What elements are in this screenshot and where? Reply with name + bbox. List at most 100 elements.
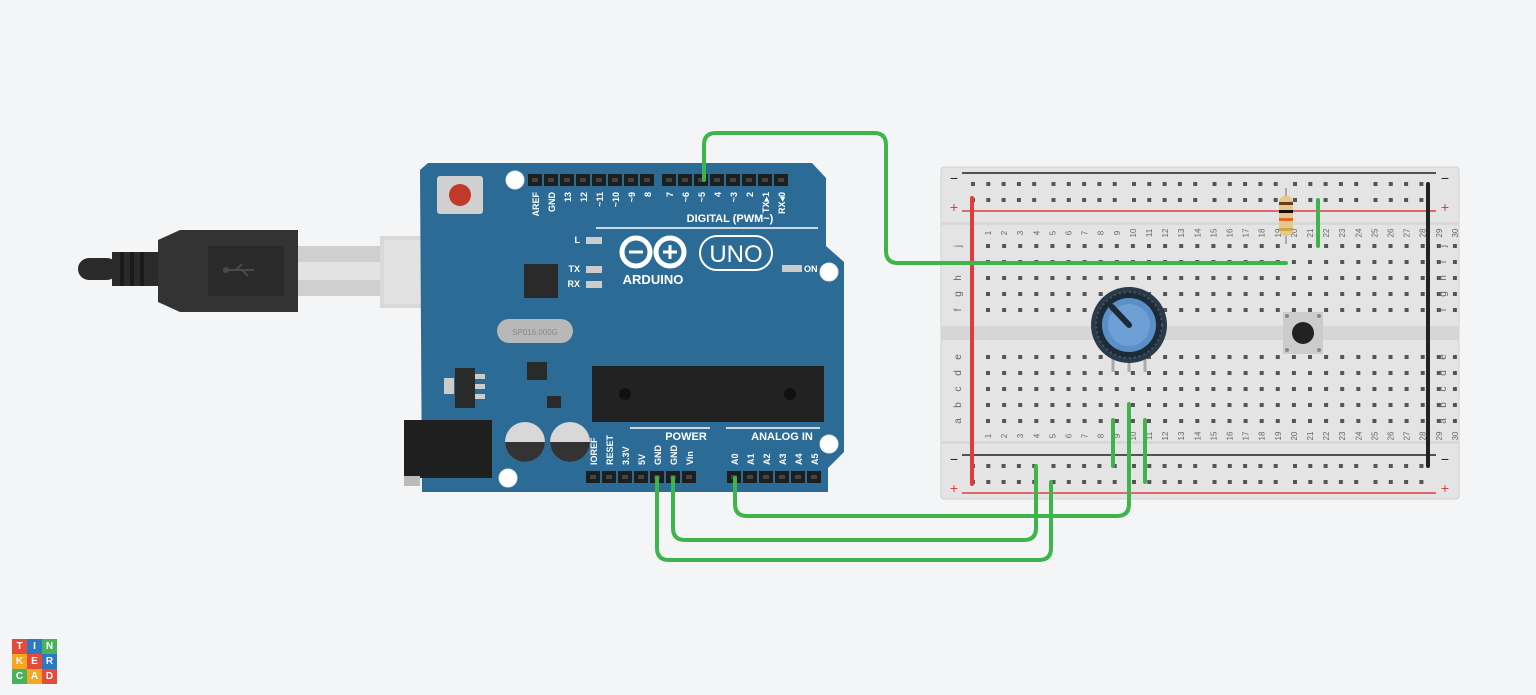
breadboard-hole[interactable] xyxy=(1066,403,1071,407)
rail-hole[interactable] xyxy=(1419,464,1424,468)
breadboard-hole[interactable] xyxy=(1211,308,1216,312)
rail-hole[interactable] xyxy=(1293,198,1297,202)
breadboard-hole[interactable] xyxy=(1050,244,1055,248)
breadboard-hole[interactable] xyxy=(1002,419,1007,423)
breadboard-hole[interactable] xyxy=(1147,276,1151,280)
rail-hole[interactable] xyxy=(1193,182,1198,186)
rail-hole[interactable] xyxy=(1323,198,1328,202)
breadboard-hole[interactable] xyxy=(1275,403,1280,407)
rail-hole[interactable] xyxy=(1308,480,1313,484)
breadboard-hole[interactable] xyxy=(1195,419,1200,423)
rail-hole[interactable] xyxy=(1132,464,1136,468)
breadboard-hole[interactable] xyxy=(1436,403,1441,407)
breadboard-hole[interactable] xyxy=(1034,308,1039,312)
rail-hole[interactable] xyxy=(1066,480,1071,484)
breadboard-hole[interactable] xyxy=(1211,355,1216,359)
breadboard-hole[interactable] xyxy=(1179,403,1184,407)
rail-hole[interactable] xyxy=(1373,480,1378,484)
breadboard-hole[interactable] xyxy=(1179,244,1184,248)
rail-hole[interactable] xyxy=(1243,182,1248,186)
breadboard-hole[interactable] xyxy=(1082,276,1087,280)
wires[interactable] xyxy=(655,131,1320,562)
breadboard-hole[interactable] xyxy=(1002,244,1007,248)
breadboard-hole[interactable] xyxy=(1179,371,1184,375)
breadboard-hole[interactable] xyxy=(1291,387,1296,391)
breadboard-hole[interactable] xyxy=(986,371,990,375)
breadboard-hole[interactable] xyxy=(1082,403,1087,407)
breadboard-hole[interactable] xyxy=(1259,276,1264,280)
breadboard-hole[interactable] xyxy=(986,355,990,359)
rail-hole[interactable] xyxy=(1338,182,1343,186)
rail-hole[interactable] xyxy=(1354,198,1359,202)
breadboard-hole[interactable] xyxy=(1050,292,1055,296)
breadboard-hole[interactable] xyxy=(1404,260,1409,264)
rail-hole[interactable] xyxy=(1112,480,1117,484)
breadboard-hole[interactable] xyxy=(1018,308,1023,312)
breadboard-hole[interactable] xyxy=(1002,403,1007,407)
breadboard-hole[interactable] xyxy=(1308,260,1312,264)
rail-hole[interactable] xyxy=(1354,182,1359,186)
breadboard-hole[interactable] xyxy=(1082,419,1087,423)
breadboard-hole[interactable] xyxy=(1388,355,1393,359)
rail-hole[interactable] xyxy=(1193,198,1198,202)
breadboard-hole[interactable] xyxy=(1388,292,1393,296)
breadboard-hole[interactable] xyxy=(1372,371,1377,375)
breadboard-hole[interactable] xyxy=(1436,419,1441,423)
breadboard-hole[interactable] xyxy=(1420,387,1425,391)
breadboard-hole[interactable] xyxy=(1404,355,1409,359)
breadboard-hole[interactable] xyxy=(1034,419,1039,423)
breadboard-hole[interactable] xyxy=(1356,260,1361,264)
rail-hole[interactable] xyxy=(1066,182,1071,186)
breadboard-hole[interactable] xyxy=(1356,387,1361,391)
rail-hole[interactable] xyxy=(1293,464,1297,468)
rail-hole[interactable] xyxy=(1097,198,1102,202)
breadboard-hole[interactable] xyxy=(1163,371,1168,375)
breadboard-hole[interactable] xyxy=(1372,387,1377,391)
breadboard-hole[interactable] xyxy=(1324,403,1329,407)
breadboard-hole[interactable] xyxy=(1163,419,1168,423)
breadboard-hole[interactable] xyxy=(1082,308,1087,312)
rail-hole[interactable] xyxy=(986,464,991,468)
breadboard-hole[interactable] xyxy=(1275,419,1280,423)
breadboard-hole[interactable] xyxy=(986,387,990,391)
breadboard-hole[interactable] xyxy=(1452,276,1457,280)
breadboard-hole[interactable] xyxy=(1227,371,1232,375)
breadboard-hole[interactable] xyxy=(1420,371,1425,375)
breadboard-hole[interactable] xyxy=(1308,387,1312,391)
rail-hole[interactable] xyxy=(1051,198,1056,202)
breadboard-hole[interactable] xyxy=(1211,371,1216,375)
breadboard-hole[interactable] xyxy=(1308,276,1312,280)
breadboard-hole[interactable] xyxy=(1420,260,1425,264)
rail-hole[interactable] xyxy=(1177,480,1182,484)
breadboard-hole[interactable] xyxy=(1452,387,1457,391)
breadboard-hole[interactable] xyxy=(986,308,990,312)
rail-hole[interactable] xyxy=(1212,182,1217,186)
rail-hole[interactable] xyxy=(1293,480,1297,484)
breadboard-hole[interactable] xyxy=(1066,308,1071,312)
breadboard-hole[interactable] xyxy=(1308,403,1312,407)
breadboard-hole[interactable] xyxy=(1388,244,1393,248)
breadboard-hole[interactable] xyxy=(1388,260,1393,264)
breadboard-hole[interactable] xyxy=(1324,260,1329,264)
breadboard-hole[interactable] xyxy=(1308,244,1312,248)
rail-hole[interactable] xyxy=(1162,182,1167,186)
breadboard-hole[interactable] xyxy=(1404,403,1409,407)
breadboard-hole[interactable] xyxy=(1436,308,1441,312)
breadboard-hole[interactable] xyxy=(986,419,990,423)
rail-hole[interactable] xyxy=(1132,480,1136,484)
breadboard-hole[interactable] xyxy=(1388,387,1393,391)
rail-hole[interactable] xyxy=(1388,182,1393,186)
breadboard-hole[interactable] xyxy=(1098,403,1103,407)
breadboard-hole[interactable] xyxy=(1340,387,1345,391)
breadboard-hole[interactable] xyxy=(1436,260,1441,264)
breadboard-hole[interactable] xyxy=(1275,355,1280,359)
breadboard-holes[interactable] xyxy=(971,182,1457,484)
breadboard-hole[interactable] xyxy=(1227,308,1232,312)
breadboard-hole[interactable] xyxy=(1243,355,1248,359)
breadboard-hole[interactable] xyxy=(1163,355,1168,359)
breadboard-hole[interactable] xyxy=(986,403,990,407)
rail-hole[interactable] xyxy=(1193,480,1198,484)
rail-hole[interactable] xyxy=(1032,198,1037,202)
breadboard-hole[interactable] xyxy=(1163,308,1168,312)
breadboard-hole[interactable] xyxy=(1388,403,1393,407)
